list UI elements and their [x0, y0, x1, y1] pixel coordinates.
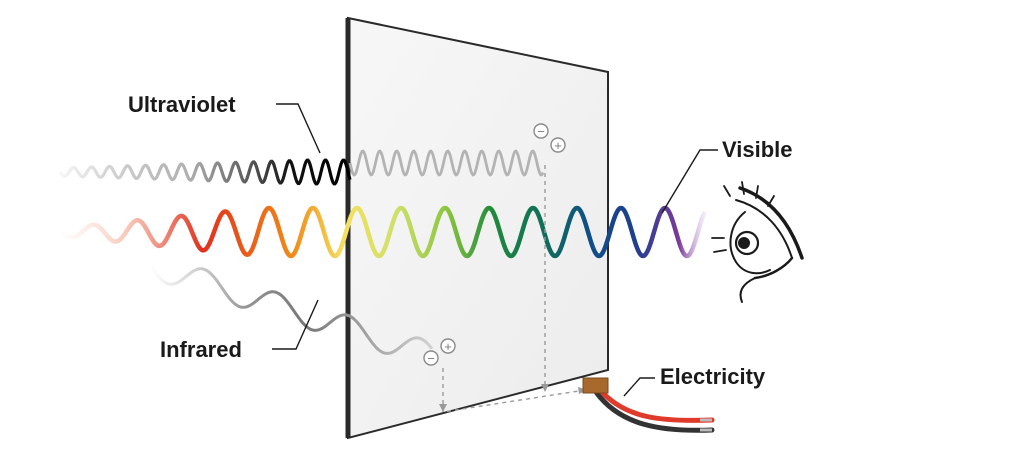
- ultraviolet-wave-incoming: [58, 158, 352, 186]
- minus-charge-icon: −: [533, 123, 549, 139]
- svg-text:+: +: [554, 138, 562, 153]
- svg-text:−: −: [427, 351, 435, 366]
- leader-line-ultraviolet: [276, 103, 321, 154]
- current-arrowhead-infrared-down: [439, 404, 447, 412]
- leader-line-infrared: [272, 299, 319, 350]
- plus-charge-icon: +: [440, 338, 456, 354]
- wire-black: [593, 389, 715, 433]
- svg-text:−: −: [537, 124, 545, 139]
- eye-icon: [711, 181, 804, 303]
- label-infrared: Infrared: [160, 337, 242, 362]
- infrared-wave: [148, 264, 434, 355]
- plus-charge-icon: +: [550, 137, 566, 153]
- label-visible: Visible: [722, 137, 793, 162]
- ultraviolet-wave-inside-panel: [348, 149, 545, 177]
- visible-light-wave: [58, 205, 708, 259]
- label-electricity: Electricity: [660, 364, 766, 389]
- label-ultraviolet: Ultraviolet: [128, 92, 236, 117]
- minus-charge-icon: −: [423, 350, 439, 366]
- svg-text:+: +: [444, 339, 452, 354]
- current-arrowhead-ultraviolet: [541, 384, 549, 392]
- wire-red: [597, 387, 715, 423]
- leader-line-electricity: [623, 377, 655, 397]
- electrical-connector: [582, 377, 609, 394]
- leader-line-visible: [661, 149, 718, 214]
